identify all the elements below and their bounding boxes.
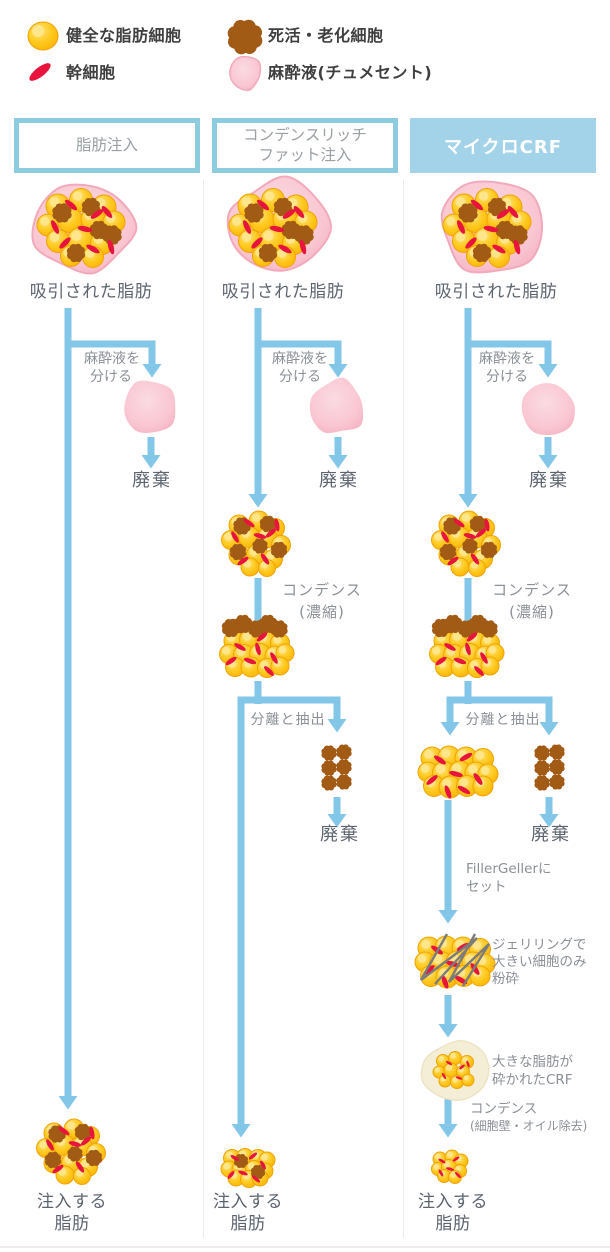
label-condense-col2-l2: (濃縮)	[299, 603, 345, 621]
header-label-line2: ファット注入	[258, 145, 352, 164]
label-aspirated-fat-col1: 吸引された脂肪	[29, 282, 153, 302]
label-separate-anesthetic-col2-l2: 分ける	[279, 369, 321, 385]
purified-fat-col3	[417, 745, 499, 799]
label-final-condense-l1: コンデンス	[470, 1101, 538, 1117]
column-divider	[203, 180, 204, 1238]
anesthetic-blob-col3	[521, 383, 575, 436]
crushed-crf-blob-col3	[420, 1040, 490, 1101]
label-separate-anesthetic-col1-l1: 麻酔液を	[84, 351, 140, 367]
label-separate-extract-col2: 分離と抽出	[250, 712, 326, 728]
label-condense-col2-l1: コンデンス	[282, 581, 362, 599]
label-separate-anesthetic-col2-l1: 麻酔液を	[272, 351, 328, 367]
legend-label-healthy-fat-cell: 健全な脂肪細胞	[66, 26, 182, 45]
label-gelling-l3: 粉砕	[492, 971, 519, 987]
column-header-fat-injection: 脂肪注入	[14, 118, 200, 173]
legend-label-stem-cell: 幹細胞	[66, 63, 116, 82]
label-filler-geller-l2: セット	[466, 879, 507, 895]
label-discard-anesthetic-col1: 廃棄	[132, 470, 172, 491]
label-discard-cells-col3: 廃棄	[531, 824, 571, 845]
label-inject-fat-col3-l1: 注入する	[418, 1192, 488, 1212]
anesthetic-blob-col1	[124, 380, 176, 433]
condensed-fat-col2	[219, 614, 295, 678]
inject-fat-illustration-col3	[431, 1149, 469, 1184]
header-label: マイクロCRF	[443, 136, 562, 158]
label-discard-cells-col2: 廃棄	[320, 824, 360, 845]
inject-fat-illustration-col2	[220, 1148, 276, 1188]
fat-without-anesthetic-col3	[431, 510, 501, 577]
inject-fat-illustration-col1	[36, 1118, 106, 1185]
label-gelling-l1: ジェリリングで	[492, 937, 587, 953]
column-header-micro-crf: マイクロCRF	[410, 118, 596, 173]
label-final-condense-l2: (細胞壁・オイル除去)	[470, 1119, 588, 1133]
anesthetic-blob-col2	[309, 377, 364, 434]
aspirated-fat-illustration-col2	[226, 175, 333, 272]
aspirated-fat-illustration-col1	[31, 183, 138, 275]
extracted-dead-cells-col3	[534, 744, 565, 791]
legend-label-anesthetic: 麻酔液(チュメセント)	[268, 63, 433, 82]
label-gelling-l2: 大きい細胞のみ	[492, 954, 587, 970]
label-inject-fat-col2-l1: 注入する	[213, 1192, 283, 1212]
label-crushed-crf-l2: 砕かれたCRF	[492, 1072, 573, 1088]
label-condense-col3-l1: コンデンス	[492, 581, 572, 599]
flow-arrows	[58, 308, 559, 1138]
label-condense-col3-l2: (濃縮)	[509, 603, 555, 621]
legend-label-dead-aged-cell: 死活・老化細胞	[268, 26, 384, 45]
label-crushed-crf-l1: 大きな脂肪が	[492, 1054, 573, 1070]
label-separate-anesthetic-col3-l1: 麻酔液を	[479, 351, 535, 367]
label-separate-extract-col3: 分離と抽出	[465, 712, 541, 728]
aspirated-fat-illustration-col3	[440, 180, 544, 274]
legend-icons	[27, 19, 263, 92]
bottom-border	[0, 1246, 610, 1248]
label-inject-fat-col1-l2: 脂肪	[54, 1214, 90, 1234]
label-separate-anesthetic-col3-l2: 分ける	[486, 369, 528, 385]
label-separate-anesthetic-col1-l2: 分ける	[90, 369, 132, 385]
column-divider	[403, 180, 404, 1238]
label-filler-geller-l1: FillerGellerに	[466, 861, 552, 877]
extracted-dead-cells-col2	[321, 744, 352, 791]
fat-without-anesthetic-col2	[221, 510, 291, 577]
gelling-crush-fat-col3	[414, 933, 496, 989]
header-label-line1: コンデンスリッチ	[243, 126, 367, 145]
label-inject-fat-col2-l2: 脂肪	[230, 1214, 266, 1234]
label-aspirated-fat-col3: 吸引された脂肪	[434, 282, 558, 302]
label-inject-fat-col1-l1: 注入する	[37, 1192, 107, 1212]
label-inject-fat-col3-l2: 脂肪	[435, 1214, 471, 1234]
label-discard-anesthetic-col2: 廃棄	[319, 470, 359, 491]
label-aspirated-fat-col2: 吸引された脂肪	[221, 282, 345, 302]
header-label: 脂肪注入	[75, 135, 138, 154]
column-header-condense-rich-fat: コンデンスリッチ ファット注入	[212, 118, 398, 173]
condensed-fat-col3	[429, 614, 505, 678]
label-discard-anesthetic-col3: 廃棄	[529, 470, 569, 491]
